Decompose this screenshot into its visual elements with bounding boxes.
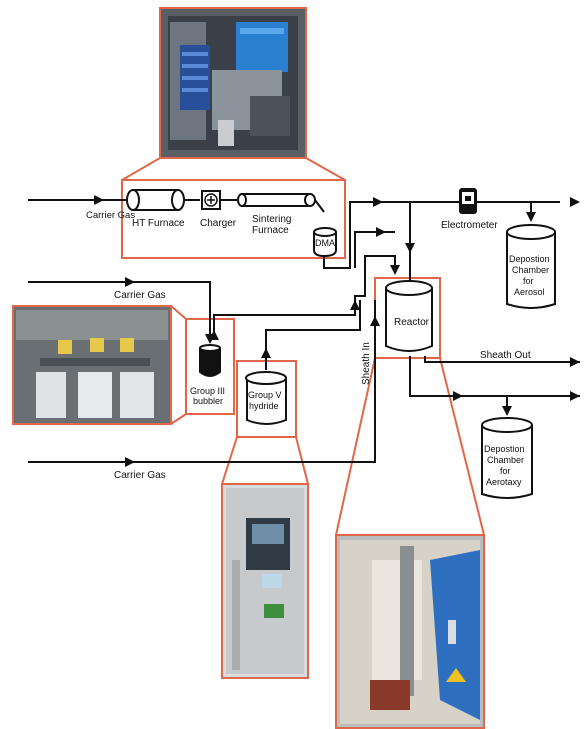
reactor — [386, 281, 432, 351]
arrow-carrier-top — [94, 195, 104, 205]
sintering-furnace — [238, 194, 315, 206]
bottom-left-cabinet-photo — [222, 484, 308, 678]
arrow-to-aerotaxy-chamber — [502, 406, 512, 416]
bottom-right-reactor-photo — [336, 535, 484, 728]
arrow-to-electrometer — [373, 197, 383, 207]
ht-furnace-label: HT Furnace — [132, 218, 185, 229]
charger-label: Charger — [200, 218, 237, 229]
arrow-to-reactor-upper — [376, 227, 386, 237]
arrow-sheath-up — [370, 316, 380, 326]
group3-bubbler — [200, 345, 220, 376]
carrier-gas-bottom-label: Carrier Gas — [114, 470, 166, 481]
sheath-in-label: Sheath In — [361, 342, 372, 385]
left-photo-callout-lines — [171, 306, 186, 424]
left-bubbler-photo — [13, 306, 171, 424]
electrometer-label: Electrometer — [441, 220, 498, 231]
carrier-gas-top-label: Carrier Gas — [86, 210, 135, 221]
top-photo-callout-lines — [122, 158, 345, 180]
ht-furnace — [127, 190, 184, 210]
reactor-label: Reactor — [394, 317, 430, 328]
arrow-right-top — [570, 197, 580, 207]
top-furnace-photo — [160, 8, 306, 158]
arrow-to-aerosol-chamber — [526, 212, 536, 222]
sheath-out-label: Sheath Out — [480, 350, 531, 361]
arrow-up-bubbler-line — [350, 300, 360, 310]
dma-label: DMA — [315, 238, 335, 248]
bottom-left-photo-callout-lines — [222, 437, 308, 484]
arrow-carrier-bottom — [125, 457, 135, 467]
arrow-sheath-out — [570, 357, 580, 367]
arrow-down-reactor — [405, 243, 415, 253]
arrow-reactor-out — [570, 391, 580, 401]
arrow-carrier-mid — [125, 277, 135, 287]
electrometer-icon — [459, 188, 477, 214]
carrier-gas-mid-label: Carrier Gas — [114, 290, 166, 301]
arrow-hydride-out — [261, 348, 271, 358]
arrow-down-reactor-2 — [390, 265, 400, 275]
arrow-reactor-out-mid — [453, 391, 463, 401]
charger — [202, 191, 220, 209]
